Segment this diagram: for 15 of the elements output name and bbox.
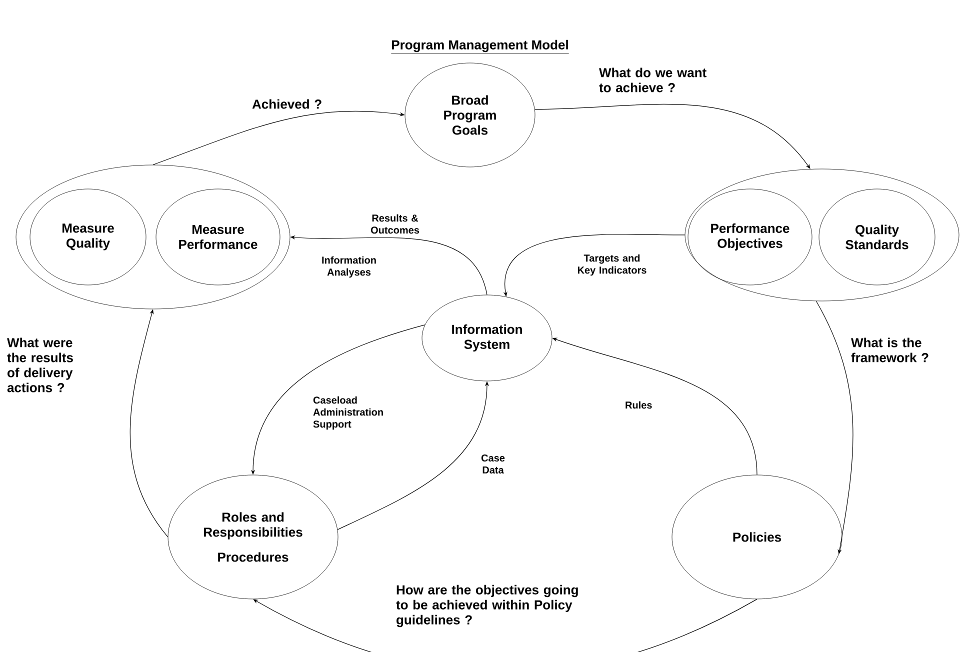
edge-label: Targets and Key Indicators xyxy=(578,254,646,276)
title: Program Management Model xyxy=(390,40,570,54)
edge-label: Rules xyxy=(626,401,652,409)
arrow xyxy=(253,598,758,652)
edge-label: Achieved ? xyxy=(252,99,322,109)
group-ellipse xyxy=(16,164,290,310)
group-ellipse xyxy=(684,168,960,302)
annotation-label: Information Analyses xyxy=(322,256,376,278)
edge-label: Caseload Administration Support xyxy=(313,396,383,430)
edge-label: How are the objectives going to be achieved within Policy guidelines ? xyxy=(396,584,578,628)
edge-label: What were the results of delivery actions ? xyxy=(7,338,73,392)
edge-label: Case Data xyxy=(481,454,505,474)
edge-label: What is the framework ? xyxy=(851,338,928,362)
edge-label: Results & Outcomes xyxy=(370,214,420,234)
edge-label: What do we want to achieve ? xyxy=(599,68,706,92)
